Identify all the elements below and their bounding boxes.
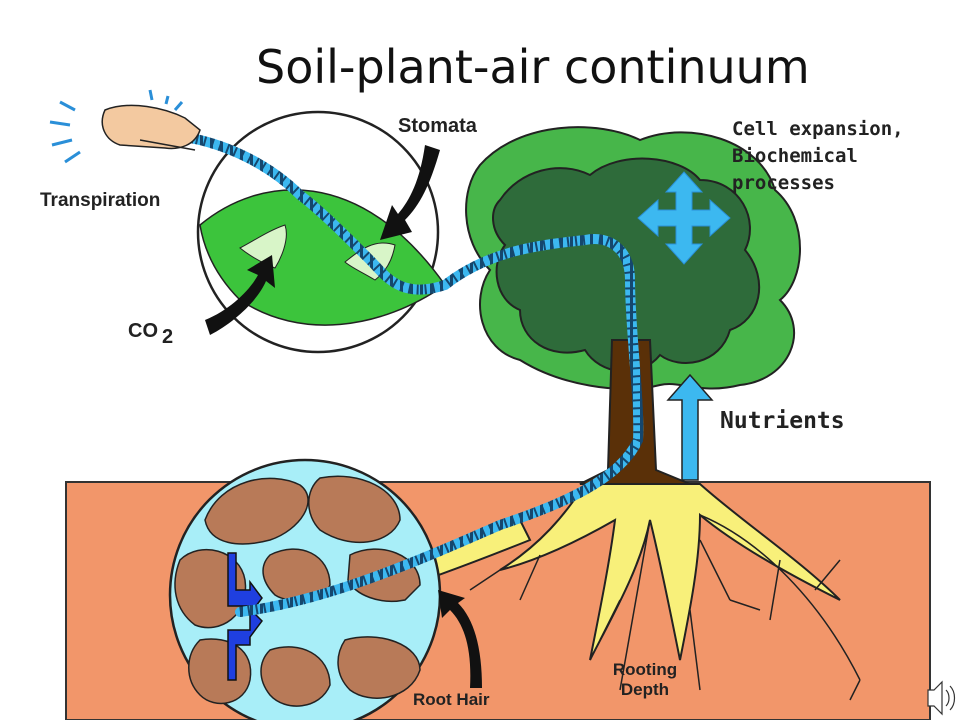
stomata-label: Stomata [398,115,477,137]
nutrients-label: Nutrients [720,408,845,434]
speaker-icon[interactable] [927,680,956,716]
water-pathway-links [114,125,644,617]
rooting-depth-label: Rooting Depth [590,660,700,700]
cell-expansion-line-3: processes [732,172,835,194]
page-title: Soil-plant-air continuum [256,40,810,94]
rooting-depth-line-2: Depth [620,680,670,699]
rooting-depth-line-1: Rooting [612,660,678,679]
four-way-arrow-icon [637,171,731,265]
cell-expansion-line-2: Biochemical [732,145,858,167]
co2-arrow [205,255,275,335]
transpiration-label: Transpiration [40,190,161,211]
cell-expansion-line-1: Cell expansion, [732,118,904,140]
up-arrow-icon [666,373,714,481]
hand-icon [49,89,201,164]
root-hair-label: Root Hair [413,690,490,709]
co2-subscript: 2 [162,326,174,348]
root-hair-arrow [438,590,482,688]
co2-text: CO [128,320,158,342]
stomata-arrow [380,145,440,240]
water-flow-arrows [227,552,263,681]
cell-expansion-label: Cell expansion, Biochemical processes [732,116,904,197]
soil-pore-circle [168,458,442,720]
